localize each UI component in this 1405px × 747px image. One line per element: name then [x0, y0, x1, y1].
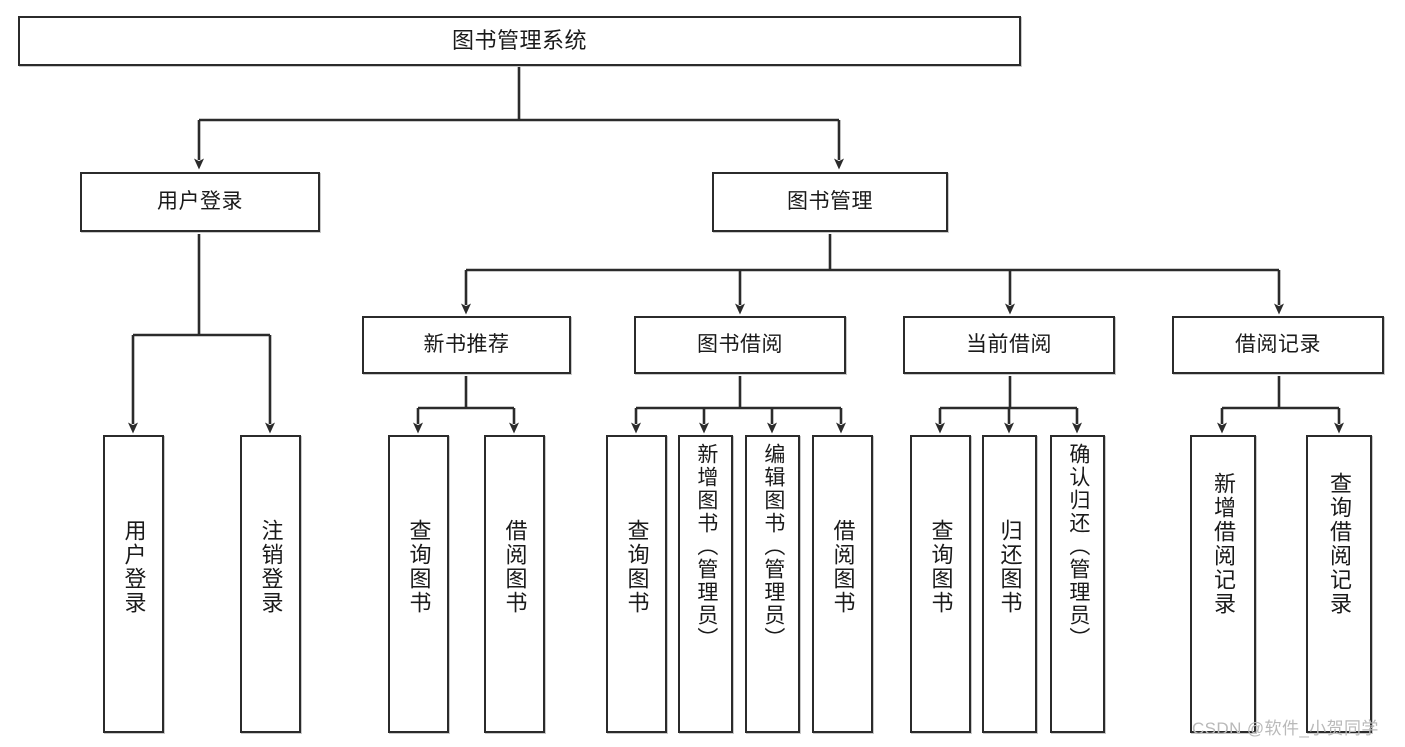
node-book-borrow[interactable]: 图书借阅: [634, 316, 846, 374]
node-label: 新增图书（管理员）: [694, 443, 718, 650]
node-borrow-record[interactable]: 借阅记录: [1172, 316, 1384, 374]
node-label: 借阅图书: [502, 519, 528, 615]
node-label: 注销登录: [258, 519, 284, 615]
node-label: 新书推荐: [423, 333, 510, 357]
node-label: 查询图书: [624, 519, 650, 615]
leaf-logout[interactable]: 注销登录: [240, 435, 301, 733]
node-root-system[interactable]: 图书管理系统: [18, 16, 1021, 66]
node-label: 图书管理: [787, 190, 873, 214]
node-user-login[interactable]: 用户登录: [80, 172, 320, 232]
node-label: 查询图书: [406, 519, 432, 615]
leaf-borrow-book-2[interactable]: 借阅图书: [812, 435, 873, 733]
node-label: 借阅记录: [1235, 333, 1321, 357]
leaf-return-book[interactable]: 归还图书: [982, 435, 1037, 733]
node-label: 查询图书: [928, 519, 954, 615]
node-label: 确认归还（管理员）: [1066, 443, 1090, 650]
node-label: 查询借阅记录: [1326, 472, 1352, 616]
leaf-query-book-2[interactable]: 查询图书: [606, 435, 667, 733]
node-label: 图书管理系统: [451, 27, 587, 53]
node-label: 归还图书: [997, 519, 1023, 615]
leaf-query-book-3[interactable]: 查询图书: [910, 435, 971, 733]
leaf-add-book-admin[interactable]: 新增图书（管理员）: [678, 435, 733, 733]
leaf-query-borrow-record[interactable]: 查询借阅记录: [1306, 435, 1372, 733]
leaf-query-book-1[interactable]: 查询图书: [388, 435, 449, 733]
node-label: 图书借阅: [697, 333, 783, 357]
leaf-confirm-return-admin[interactable]: 确认归还（管理员）: [1050, 435, 1105, 733]
node-label: 当前借阅: [966, 333, 1052, 357]
node-label: 用户登录: [157, 190, 243, 214]
csdn-watermark: CSDN @软件_小贺同学: [1192, 719, 1379, 738]
leaf-borrow-book-1[interactable]: 借阅图书: [484, 435, 545, 733]
node-current-borrow[interactable]: 当前借阅: [903, 316, 1115, 374]
node-new-book-recommend[interactable]: 新书推荐: [362, 316, 571, 374]
node-label: 用户登录: [121, 519, 147, 615]
leaf-user-login[interactable]: 用户登录: [103, 435, 164, 733]
node-book-management[interactable]: 图书管理: [712, 172, 948, 232]
leaf-edit-book-admin[interactable]: 编辑图书（管理员）: [745, 435, 800, 733]
leaf-add-borrow-record[interactable]: 新增借阅记录: [1190, 435, 1256, 733]
node-label: 借阅图书: [830, 519, 856, 615]
node-label: 编辑图书（管理员）: [761, 443, 785, 650]
node-label: 新增借阅记录: [1210, 472, 1236, 616]
